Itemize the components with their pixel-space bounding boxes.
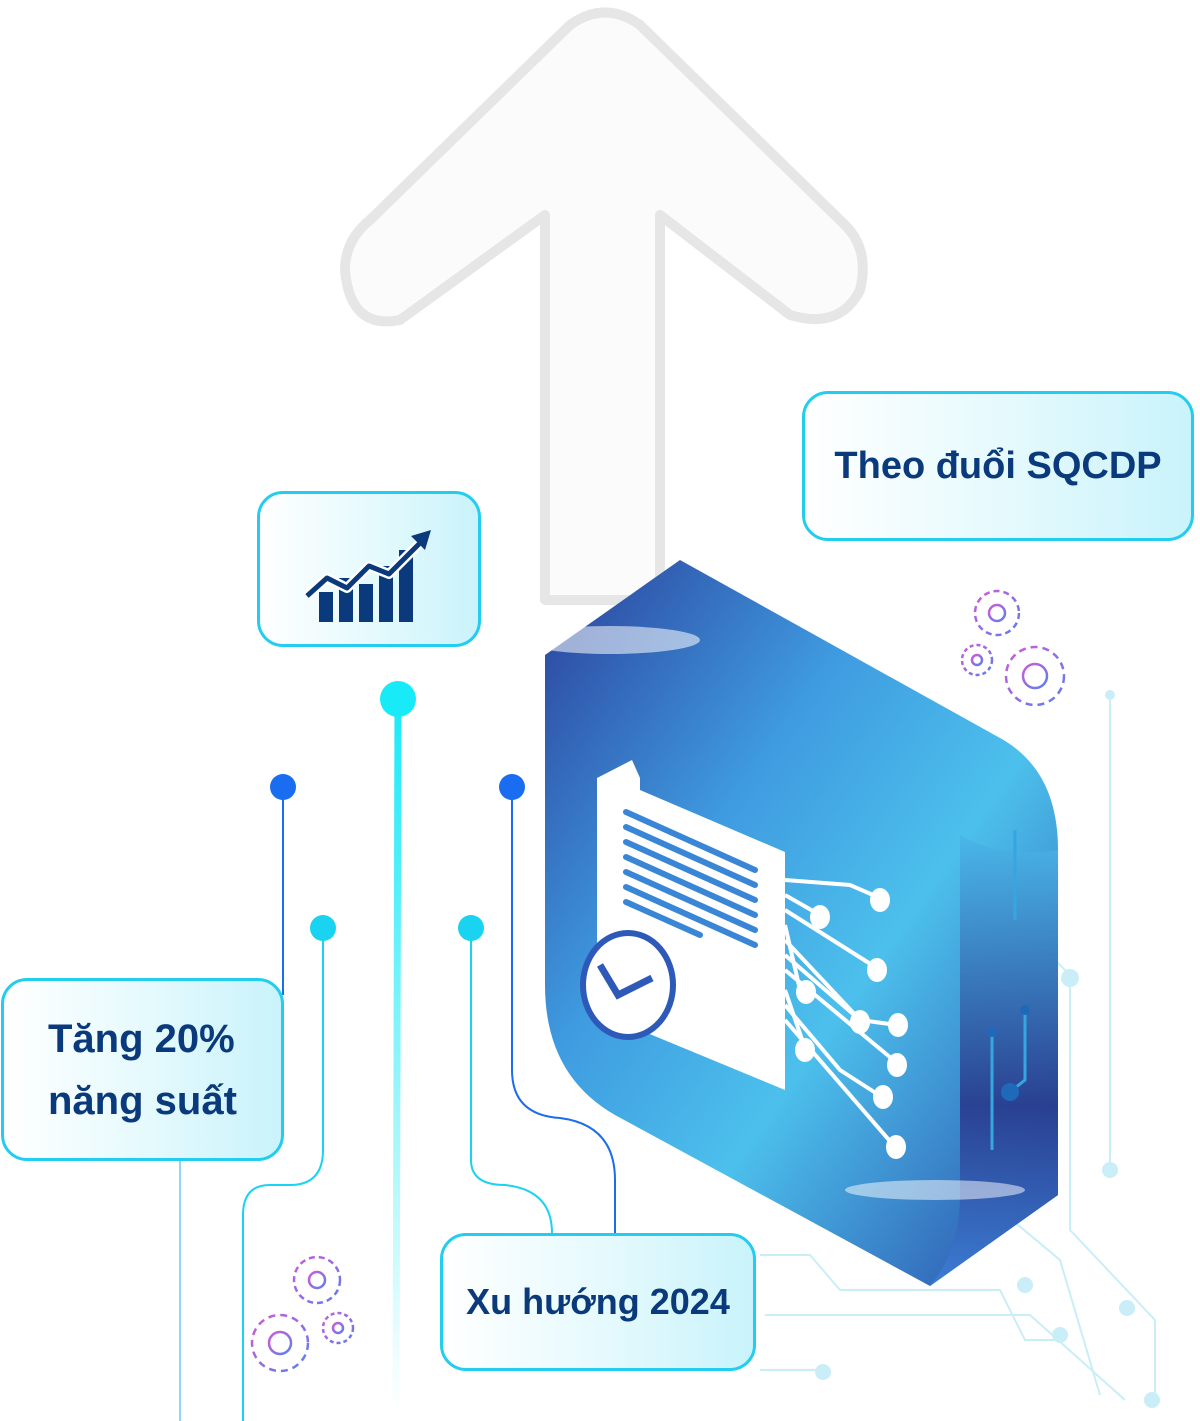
document-block <box>520 560 1058 1286</box>
productivity-label-card: Tăng 20% năng suất <box>1 978 284 1161</box>
sqcdp-label-card: Theo đuổi SQCDP <box>802 391 1194 541</box>
document-check-icon <box>580 760 908 1159</box>
gear-icon <box>960 589 1066 707</box>
gear-icon <box>250 1255 355 1373</box>
node-dot <box>499 774 525 800</box>
growth-chart-icon <box>303 530 431 622</box>
growth-chart-card <box>257 491 481 647</box>
node-dot <box>270 774 296 800</box>
up-arrow-icon <box>340 7 868 605</box>
node-dot <box>380 681 416 717</box>
node-dot <box>458 915 484 941</box>
node-dot <box>310 915 336 941</box>
trend-label: Xu hướng 2024 <box>466 1281 730 1322</box>
productivity-label-line2: năng suất <box>48 1078 237 1123</box>
connector-lines <box>179 699 616 1421</box>
productivity-label-line1: Tăng 20% <box>48 1016 235 1061</box>
trend-label-card: Xu hướng 2024 <box>440 1233 756 1371</box>
sqcdp-label: Theo đuổi SQCDP <box>834 444 1162 487</box>
